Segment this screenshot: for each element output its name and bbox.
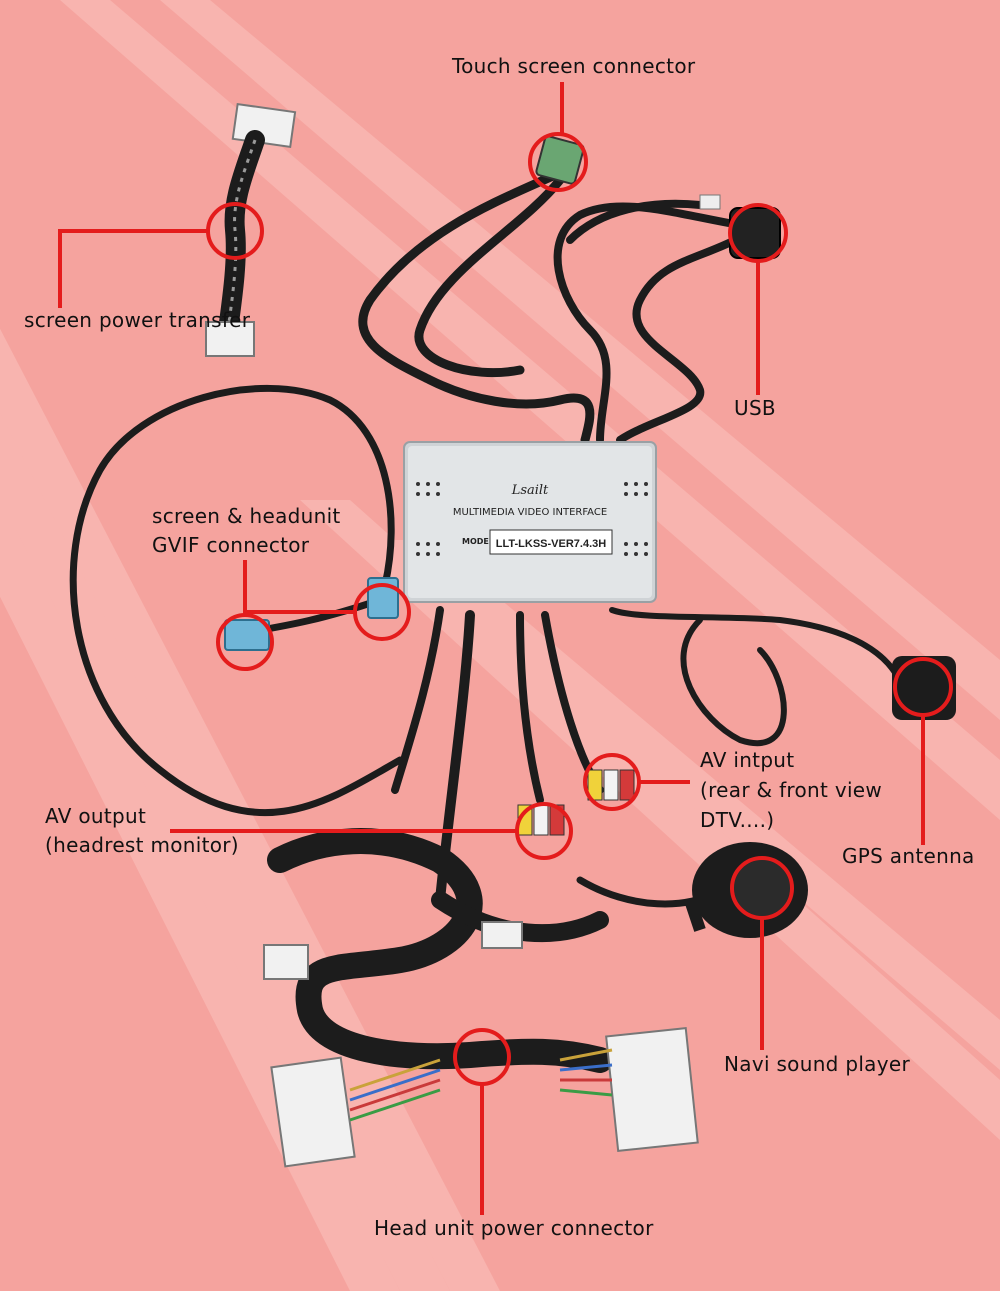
label-av-output-line1: AV output <box>45 804 147 828</box>
gps-antenna <box>892 656 956 720</box>
module-name: MULTIMEDIA VIDEO INTERFACE <box>453 507 607 518</box>
touch-screen-cable <box>358 170 595 445</box>
usb-cable <box>553 199 749 444</box>
head-unit-connectors <box>263 921 699 1168</box>
label-av-output-line2: (headrest monitor) <box>45 833 239 857</box>
touch-screen-connector <box>535 135 585 185</box>
label-usb: USB <box>734 396 776 420</box>
label-gvif-line2: GVIF connector <box>152 533 310 557</box>
callouts <box>58 82 953 1215</box>
label-head-unit-power-connector: Head unit power connector <box>374 1216 654 1240</box>
label-av-input-line3: DTV....) <box>700 808 775 832</box>
callout-touch-screen <box>528 132 588 192</box>
label-touch-screen-connector: Touch screen connector <box>452 54 696 78</box>
screen-power-transfer-harness <box>205 102 297 357</box>
interface-module: Lsailt MULTIMEDIA VIDEO INTERFACE MODEL:… <box>403 441 657 603</box>
label-navi-sound-player: Navi sound player <box>724 1052 910 1076</box>
usb-connector <box>699 194 781 259</box>
head-unit-harness <box>267 828 613 1073</box>
callout-gvif-b <box>216 613 274 671</box>
rca-connectors <box>517 769 635 836</box>
label-screen-power-transfer: screen power transfer <box>24 308 251 332</box>
module-brand: Lsailt <box>511 483 549 498</box>
label-av-input-line1: AV intput <box>700 748 795 772</box>
module-model-label: MODEL: <box>462 537 497 546</box>
module-model-value: LLT-LKSS-VER7.4.3H <box>496 538 606 550</box>
label-av-input-line2: (rear & front view <box>700 778 883 802</box>
label-gps-antenna: GPS antenna <box>842 844 975 868</box>
label-gvif-line1: screen & headunit <box>152 504 341 528</box>
